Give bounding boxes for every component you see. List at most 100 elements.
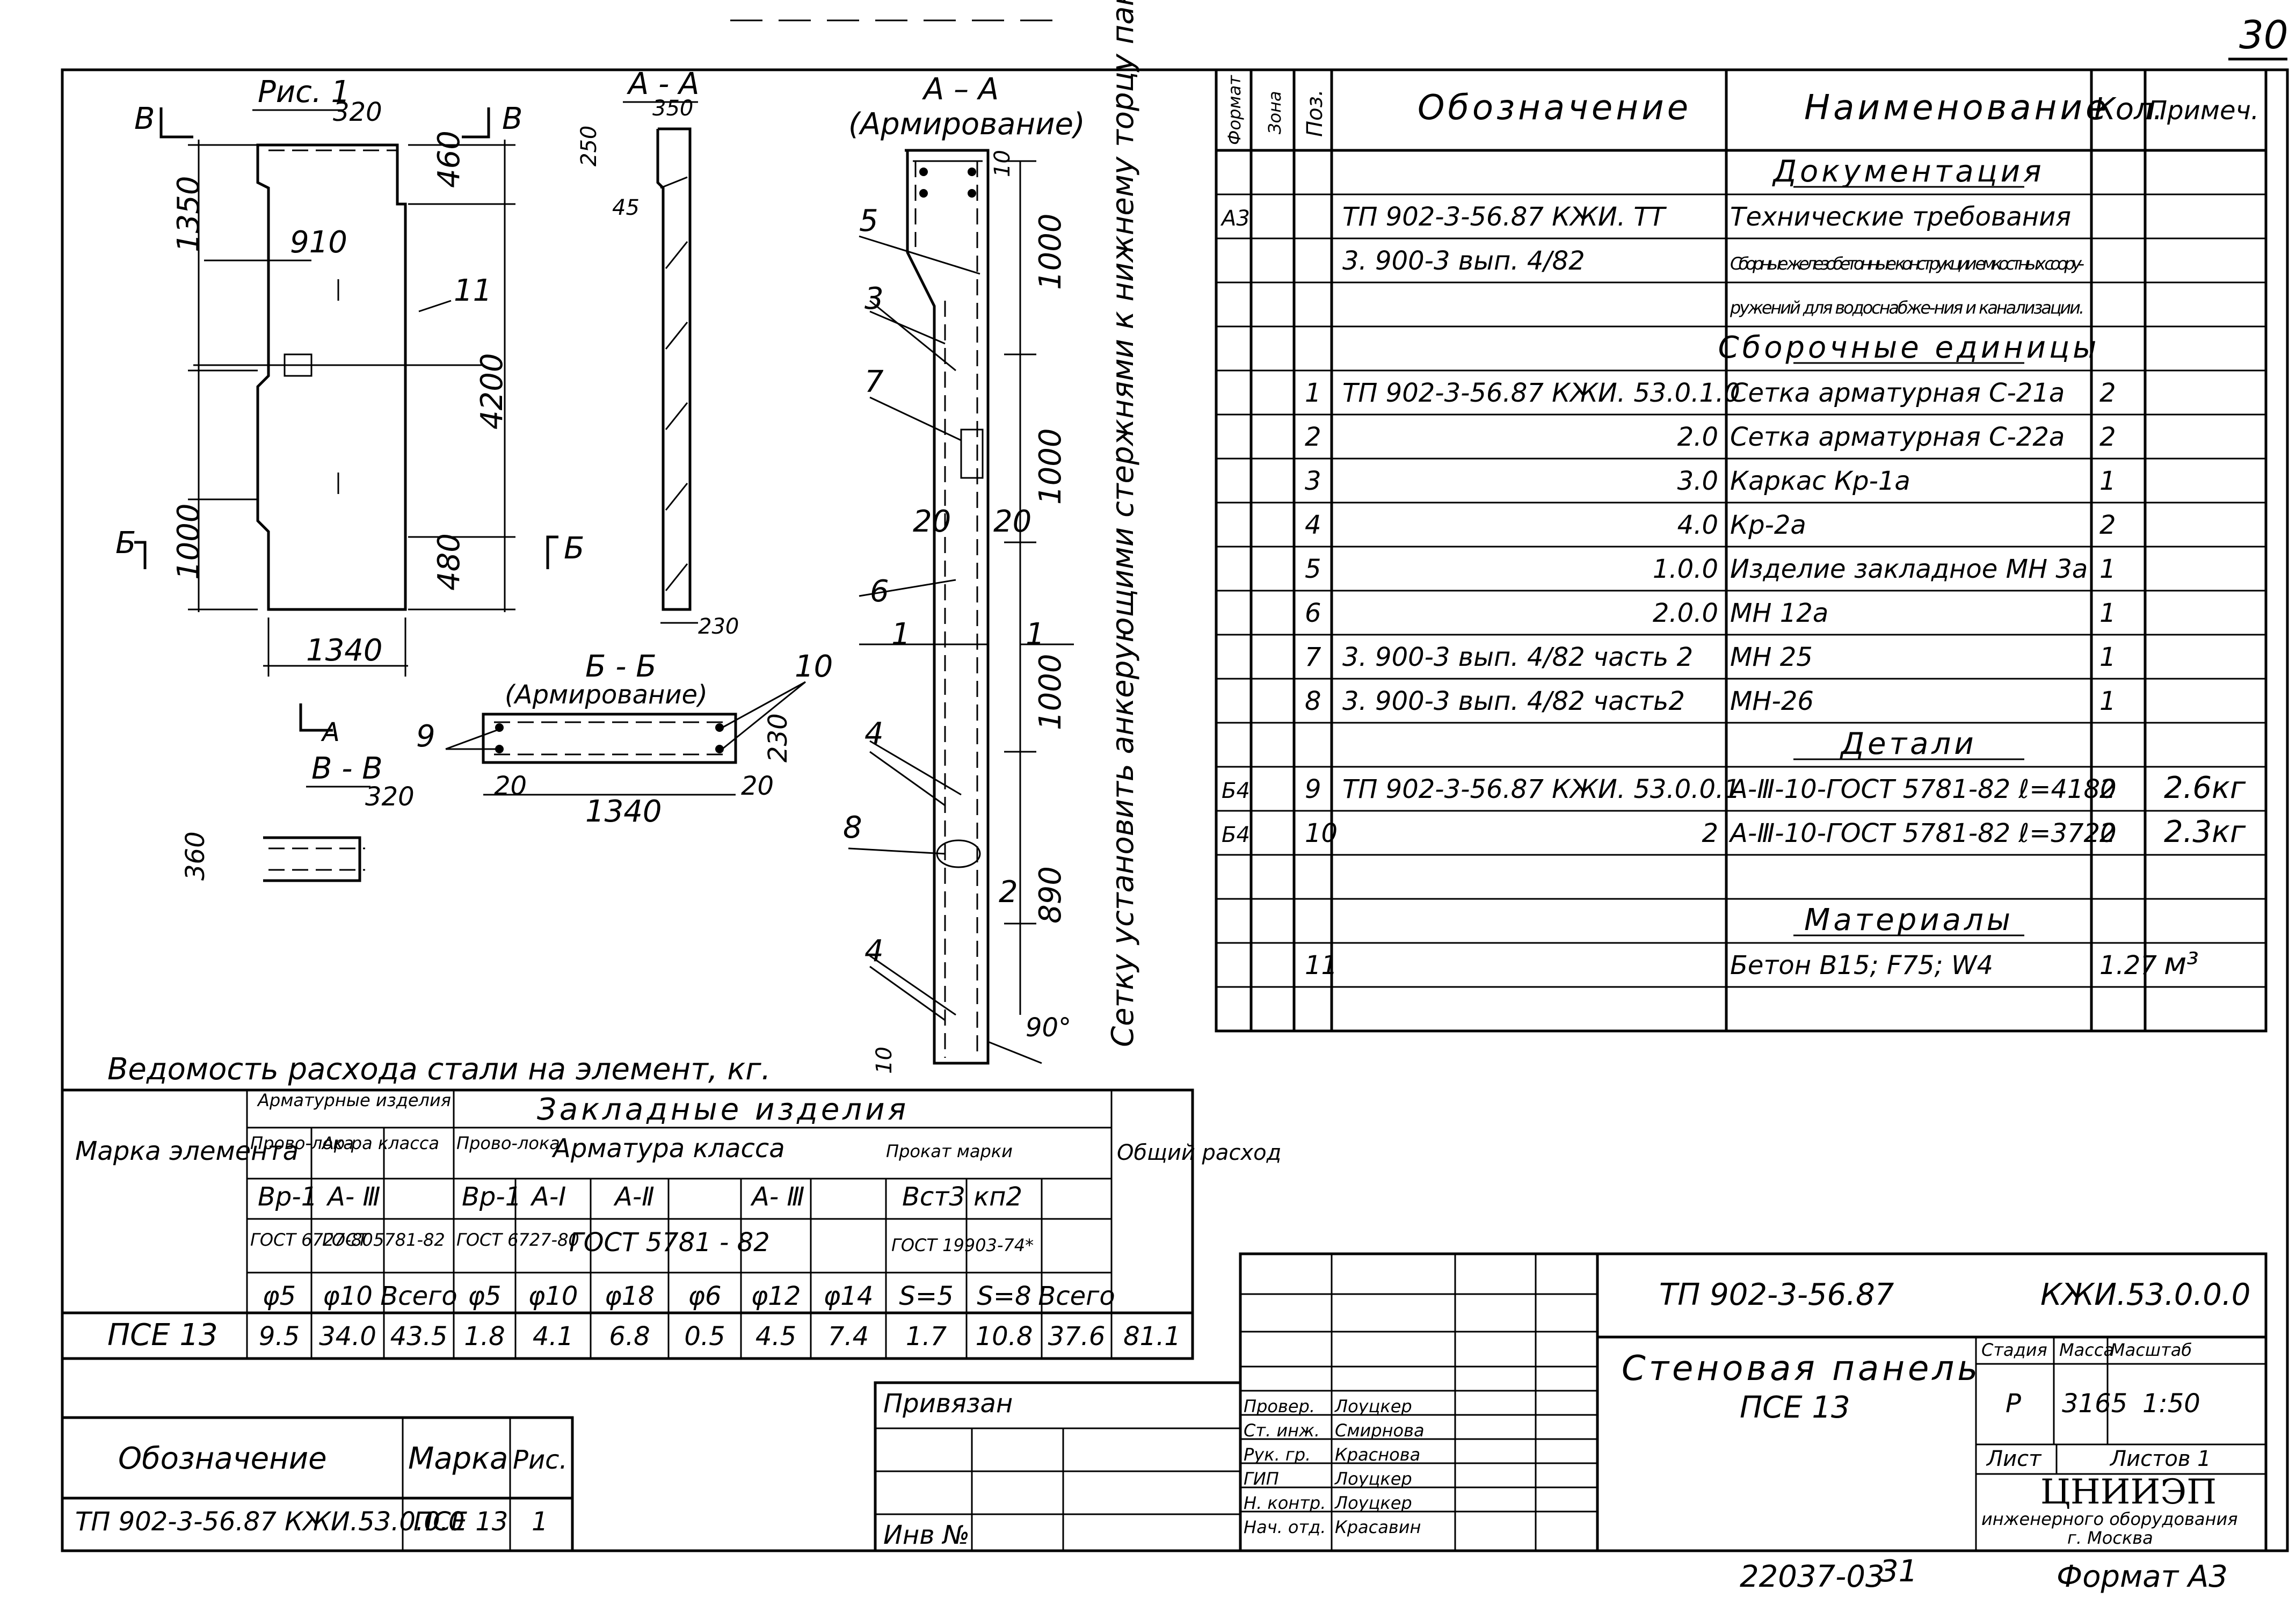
spec-cell-name: ружений для водоснабже-ния и канализации… (1730, 297, 2084, 318)
spec-cell-name: Сетка арматурная С-21а (1730, 378, 2065, 408)
anchor-note: Сетку установить анкерующими стержнями к… (1106, 0, 1140, 1047)
spec-cell-designation: 3. 900-3 вып. 4/82 часть 2 (1342, 642, 1693, 672)
section-vv-title: В - В (311, 751, 383, 786)
spec-cell-name: Сборные железобетонные конструкции емкос… (1730, 253, 2084, 274)
spec-cell-qty: 1 (2099, 642, 2116, 672)
dim-1340-bb: 1340 (585, 794, 662, 829)
dim-1340: 1340 (306, 633, 383, 668)
steel-h-a3: А- Ⅲ (326, 1182, 381, 1212)
dim-350: 350 (652, 96, 693, 121)
stage-header: Стадия (1981, 1340, 2047, 1360)
spec-cell-qty: 1 (2099, 466, 2116, 496)
figure-title: Рис. 1 (258, 75, 350, 110)
dim-90deg: 90° (1026, 1013, 1071, 1043)
dim-45: 45 (612, 195, 640, 220)
pos-11: 11 (454, 273, 492, 308)
steel-size-header: φ5 (263, 1281, 296, 1311)
spec-cell-qty: 1.27 (2099, 950, 2157, 980)
steel-value: 10.8 (976, 1321, 1033, 1352)
steel-value: 7.4 (828, 1321, 869, 1352)
steel-value: 1.8 (464, 1321, 505, 1352)
spec-cell-pos: 8 (1305, 686, 1321, 716)
spec-cell-qty: 2 (2099, 422, 2116, 452)
title-name-2: ПСЕ 13 (1740, 1390, 1850, 1425)
stamp-role: ГИП (1244, 1469, 1279, 1489)
sheet-format: Формат А3 (2057, 1559, 2228, 1594)
section-aa-arm-title: А – А (922, 72, 999, 107)
dim-20-bb-right: 20 (741, 771, 774, 801)
spec-header-note: Примеч. (2148, 96, 2259, 126)
steel-size-header: φ5 (468, 1281, 501, 1311)
dim-460-top: 460 (432, 130, 467, 188)
spec-cell-name: А-Ⅲ-10-ГОСТ 5781-82 ℓ=4180 (1728, 774, 2117, 804)
dim-320: 320 (333, 97, 382, 127)
dim-4200: 4200 (475, 353, 510, 430)
scale-value: 1:50 (2142, 1389, 2200, 1419)
archive-sheet: 31 (1879, 1554, 1917, 1589)
spec-cell-pos: 11 (1305, 950, 1338, 980)
section-bb-subtitle: (Армирование) (505, 680, 708, 710)
spec-header-zone: Зона (1265, 91, 1285, 134)
steel-h-arm: Арматурные изделия (257, 1090, 451, 1110)
steel-value: 9.5 (259, 1321, 300, 1352)
spec-cell-qty: 2 (2099, 510, 2116, 540)
steel-size-header: φ12 (751, 1281, 801, 1311)
marks-table: Обозначение Марка Рис. ТП 902-3-56.87 КЖ… (61, 1416, 574, 1552)
spec-cell-pos: 2 (1305, 422, 1321, 452)
dim-1350: 1350 (171, 176, 206, 252)
stamp-role: Н. контр. (1244, 1493, 1326, 1513)
dim-10-bottom: 10 (872, 1047, 897, 1074)
archive-number: 22037-03 (1740, 1559, 1885, 1594)
dim-1000-a: 1000 (1033, 213, 1068, 290)
title-name-1: Стеновая панель (1622, 1349, 1981, 1389)
steel-h-zakl: Закладные изделия (537, 1092, 909, 1127)
spec-cell-name: Кр-2а (1730, 510, 1806, 540)
spec-cell-name: Каркас Кр-1а (1730, 466, 1910, 496)
marks-fig: 1 (532, 1507, 548, 1537)
steel-h-vst: Вст3 кп2 (902, 1182, 1022, 1212)
cut-mark-v-right: В (502, 101, 522, 136)
dim-360: 360 (180, 831, 210, 881)
section-aa-title: А - А (627, 67, 699, 101)
section-bb-title: Б - Б (585, 649, 657, 684)
spec-cell-name: Бетон В15; F75; W4 (1730, 950, 1993, 980)
section-bb: Б - Б (Армирование) 9 10 20 1340 20 230 (416, 649, 833, 829)
stamp-person: Красавин (1335, 1517, 1421, 1537)
spec-cell-qty: 2 (2099, 378, 2116, 408)
steel-size-header: φ10 (323, 1281, 373, 1311)
marks-mark: ПСЕ 13 (413, 1507, 508, 1537)
mass-value: 3165 (2062, 1389, 2127, 1419)
steel-size-header: φ6 (688, 1281, 721, 1311)
dim-480: 480 (432, 533, 467, 591)
spec-header-designation: Обозначение (1418, 88, 1691, 128)
spec-cell-name: Сетка арматурная С-22а (1730, 422, 2065, 452)
steel-consumption-table: Ведомость расхода стали на элемент, кг. … (61, 1052, 1281, 1360)
stamp-person: Лоуцкер (1334, 1396, 1412, 1417)
spec-cell-name: МН-26 (1730, 686, 1814, 716)
marks-h-mark: Марка (408, 1441, 508, 1476)
spec-cell-designation: ТП 902-3-56.87 КЖИ. 53.0.0.1 (1342, 774, 1740, 804)
marks-h-designation: Обозначение (118, 1441, 327, 1476)
dim-250: 250 (577, 126, 601, 166)
section-aa: А - А 350 250 45 230 (577, 67, 739, 639)
spec-cell-note: 2.6кг (2164, 771, 2246, 805)
title-block: ТП 902-3-56.87 КЖИ.53.0.0.0 Стеновая пан… (1239, 1252, 2268, 1552)
spec-cell-qty: 2 (2099, 774, 2116, 804)
steel-size-header: φ14 (824, 1281, 874, 1311)
steel-h-gost5781b: ГОСТ 5781 - 82 (569, 1227, 770, 1258)
steel-h-gost6727b: ГОСТ 6727-80 (456, 1230, 579, 1250)
binding-label: Привязан (883, 1389, 1013, 1419)
panel-elevation: 1350 910 4200 1000 460 480 1340 320 11 Б… (115, 97, 584, 747)
stamp-person: Смирнова (1335, 1420, 1425, 1441)
spec-cell-pos: 3 (1305, 466, 1321, 496)
spec-section-title: Сборочные единицы (1718, 330, 2100, 365)
spec-cell-designation: 2 (1702, 818, 1718, 848)
steel-h-total: Общий расход (1117, 1141, 1281, 1165)
steel-value: 4.5 (755, 1321, 796, 1352)
dim-10-top: 10 (990, 150, 1015, 177)
steel-h-gost6727: ГОСТ 6727-80 (250, 1230, 373, 1250)
stamp-person: Краснова (1335, 1444, 1420, 1465)
steel-h-gost19903: ГОСТ 19903-74* (891, 1235, 1034, 1255)
dim-320-vv: 320 (365, 782, 415, 812)
